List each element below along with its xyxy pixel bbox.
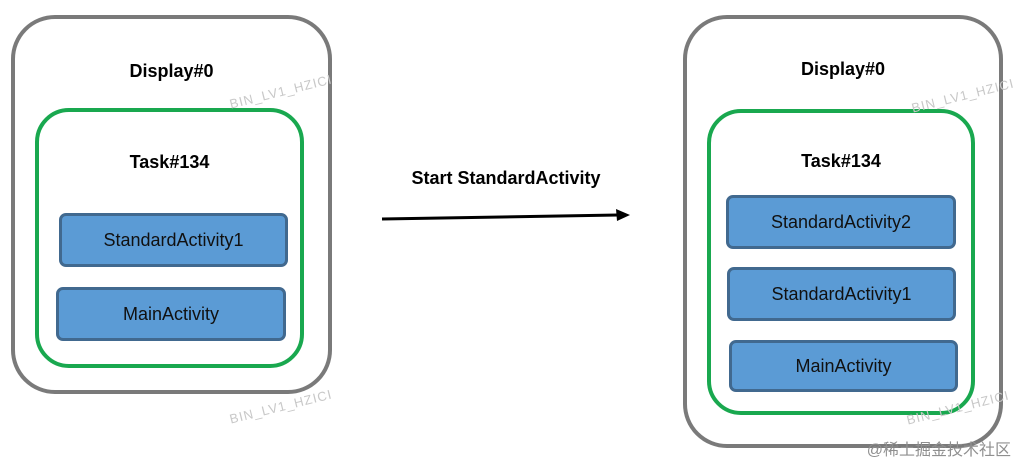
- activity-right-standard2: StandardActivity2: [726, 195, 956, 249]
- task-title-left: Task#134: [129, 152, 210, 172]
- display-title-right: Display#0: [800, 59, 886, 79]
- display-title-left: Display#0: [129, 61, 214, 81]
- transition-arrow: [381, 209, 630, 221]
- task-title-right: Task#134: [801, 151, 881, 171]
- activity-left-standard1: StandardActivity1: [59, 213, 288, 267]
- activity-right-main: MainActivity: [729, 340, 958, 392]
- activity-left-main: MainActivity: [56, 287, 286, 341]
- transition-label: Start StandardActivity: [411, 168, 601, 188]
- credit-text: @稀土掘金技术社区: [866, 442, 1011, 459]
- activity-right-standard1: StandardActivity1: [727, 267, 956, 321]
